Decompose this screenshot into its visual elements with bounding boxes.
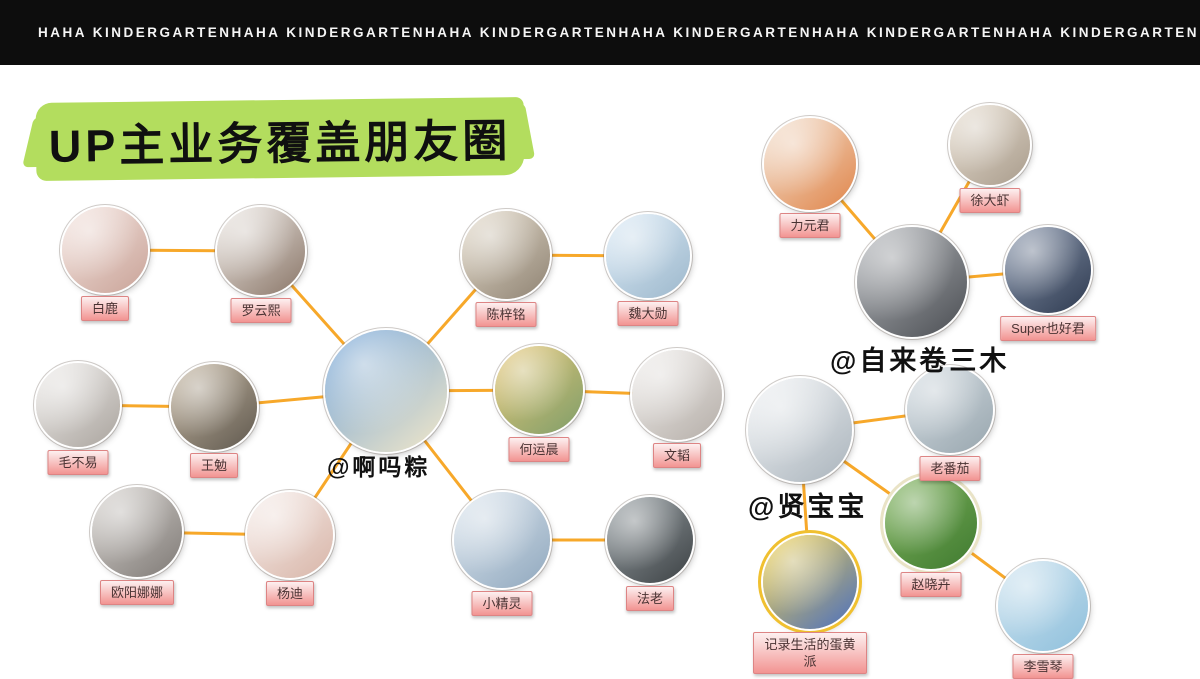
avatar-maobuyi	[36, 363, 120, 447]
name-tag-laofanqie: 老番茄	[919, 456, 981, 481]
creator-handle-amazong: @啊吗粽	[327, 454, 431, 480]
avatar-xudaxia	[950, 105, 1030, 185]
avatar-danhuangpai	[763, 535, 857, 629]
name-tag-lixueqin: 李雪琴	[1012, 654, 1074, 679]
avatar-shine	[217, 207, 305, 295]
avatar-falao	[607, 497, 693, 583]
avatar-sanmu	[857, 227, 967, 337]
name-tag-heyunchen: 何运晨	[508, 437, 570, 462]
avatar-shine	[763, 535, 857, 629]
avatar-shine	[247, 492, 333, 578]
banner-item: HAHA KINDERGARTEN	[38, 25, 232, 40]
avatar-xiaojingling	[454, 492, 550, 588]
name-tag-wangmian: 王勉	[189, 453, 239, 478]
avatar-shine	[171, 364, 257, 450]
name-tag-danhuangpai: 记录生活的蛋黄派	[753, 632, 867, 674]
avatar-shine	[885, 477, 977, 569]
avatar-shine	[454, 492, 550, 588]
avatar-amazong	[325, 330, 447, 452]
avatar-wangmian	[171, 364, 257, 450]
name-tag-bailu: 白鹿	[80, 296, 130, 321]
avatar-shine	[62, 207, 148, 293]
avatar-shine	[462, 211, 550, 299]
avatar-shine	[1005, 227, 1091, 313]
avatar-xianbaobao	[748, 378, 852, 482]
name-tag-xudaxia: 徐大虾	[959, 188, 1021, 213]
avatar-shine	[495, 346, 583, 434]
name-tag-superyehaojun: Super也好君	[1000, 316, 1096, 341]
avatar-liyuanjun	[764, 118, 856, 210]
creator-handle-sanmu: @自来卷三木	[830, 346, 1010, 376]
avatar-laofanqie	[907, 367, 993, 453]
name-tag-falao: 法老	[625, 586, 675, 611]
name-tag-luoyunxi: 罗云熙	[230, 298, 292, 323]
avatar-superyehaojun	[1005, 227, 1091, 313]
avatar-shine	[950, 105, 1030, 185]
avatar-shine	[325, 330, 447, 452]
avatar-zhaoxiaohui	[885, 477, 977, 569]
name-tag-liyuanjun: 力元君	[779, 213, 841, 238]
name-tag-wentao: 文韬	[652, 443, 702, 468]
name-tag-maobuyi: 毛不易	[47, 450, 109, 475]
avatar-chenziming	[462, 211, 550, 299]
avatar-shine	[606, 214, 690, 298]
avatar-shine	[748, 378, 852, 482]
avatar-heyunchen	[495, 346, 583, 434]
name-tag-weidaxun: 魏大勋	[617, 301, 679, 326]
avatar-bailu	[62, 207, 148, 293]
name-tag-chenziming: 陈梓铭	[475, 302, 537, 327]
banner-item: HAHA KINDERGARTEN	[1005, 25, 1199, 40]
avatar-shine	[36, 363, 120, 447]
banner-item: HAHA KINDERGARTEN	[231, 25, 425, 40]
avatar-shine	[764, 118, 856, 210]
name-tag-ouyangnana: 欧阳娜娜	[99, 580, 175, 605]
page-title-text: UP主业务覆盖朋友圈	[48, 114, 512, 172]
creator-handle-xianbaobao: @贤宝宝	[748, 492, 868, 522]
banner-item: HAHA KINDERGARTEN	[425, 25, 619, 40]
avatar-shine	[607, 497, 693, 583]
avatar-lixueqin	[998, 561, 1088, 651]
name-tag-yangdi: 杨迪	[265, 581, 315, 606]
avatar-yangdi	[247, 492, 333, 578]
avatar-shine	[998, 561, 1088, 651]
avatar-shine	[92, 487, 182, 577]
name-tag-zhaoxiaohui: 赵晓卉	[900, 572, 962, 597]
avatar-wentao	[632, 350, 722, 440]
avatar-weidaxun	[606, 214, 690, 298]
avatar-luoyunxi	[217, 207, 305, 295]
avatar-shine	[907, 367, 993, 453]
page-title: UP主业务覆盖朋友圈	[35, 97, 525, 181]
name-tag-xiaojingling: 小精灵	[471, 591, 533, 616]
avatar-shine	[857, 227, 967, 337]
banner-item: HAHA KINDERGARTEN	[812, 25, 1006, 40]
avatar-ouyangnana	[92, 487, 182, 577]
banner-item: HAHA KINDERGARTEN	[618, 25, 812, 40]
avatar-shine	[632, 350, 722, 440]
